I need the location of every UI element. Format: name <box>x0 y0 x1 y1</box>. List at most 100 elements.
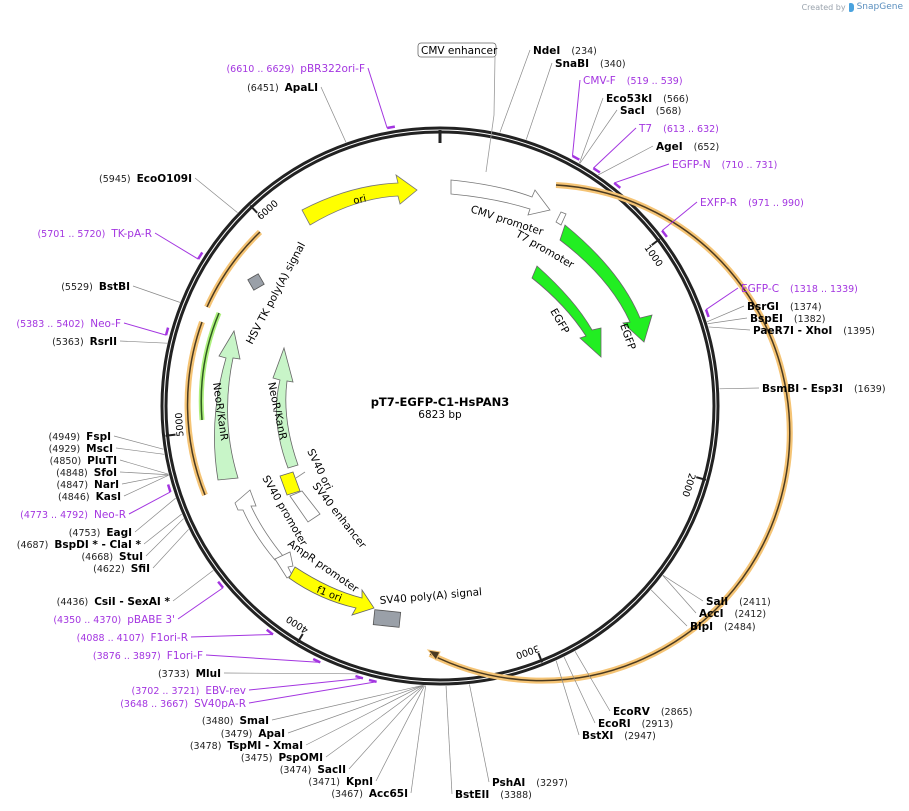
enzyme-label[interactable]: StuI(4668) <box>81 551 143 563</box>
t7-promoter-feature[interactable] <box>555 211 567 226</box>
site-name: SacII <box>317 764 346 776</box>
enzyme-label[interactable]: PaeR7I - XhoI(1395) <box>753 325 875 337</box>
enzyme-label[interactable]: Eco53kI(566) <box>606 93 689 105</box>
cmv-promoter-feature[interactable] <box>450 179 551 216</box>
site-name: EXFP-R <box>700 197 737 209</box>
site-position: (3475) <box>241 753 273 764</box>
primer-label[interactable]: Neo-R(4773 .. 4792) <box>20 509 126 521</box>
site-position: (2484) <box>724 622 756 633</box>
cmv-enhancer-label[interactable]: CMV enhancer <box>421 45 498 57</box>
primer-bind-icon <box>166 484 172 493</box>
site-name: PluTI <box>87 455 117 467</box>
enzyme-label[interactable]: MluI(3733) <box>158 668 221 680</box>
plasmid-length: 6823 bp <box>418 409 462 421</box>
enzyme-label[interactable]: PspOMI(3475) <box>241 752 323 764</box>
enzyme-label[interactable]: AgeI(652) <box>656 141 719 153</box>
enzyme-label[interactable]: FspI(4949) <box>49 431 111 443</box>
enzyme-label[interactable]: TspMI - XmaI(3478) <box>190 740 303 752</box>
enzyme-label[interactable]: BstXI(2947) <box>582 730 656 742</box>
egfp-feature-1[interactable] <box>559 224 653 343</box>
sv40-ori-feature[interactable] <box>279 471 301 496</box>
enzyme-label[interactable]: BspDI * - ClaI *(4687) <box>17 539 142 551</box>
enzyme-label[interactable]: BspEI(1382) <box>750 313 825 325</box>
site-name: KpnI <box>346 776 373 788</box>
sv40-enhancer-feature[interactable] <box>289 490 321 523</box>
primer-label[interactable]: F1ori-R(4088 .. 4107) <box>77 632 188 644</box>
primer-label[interactable]: pBABE 3'(4350 .. 4370) <box>53 614 175 626</box>
enzyme-label[interactable]: RsrII(5363) <box>52 336 117 348</box>
neor-feature-1[interactable] <box>214 329 241 481</box>
enzyme-label[interactable]: BsrGI(1374) <box>747 301 822 313</box>
hsv-tk-polya-feature[interactable] <box>247 273 265 291</box>
enzyme-label[interactable]: PshAI(3297) <box>492 777 568 789</box>
site-name: ApaI <box>258 728 285 740</box>
egfp-feature-2[interactable] <box>531 265 602 358</box>
site-position: (5383 .. 5402) <box>16 319 84 330</box>
enzyme-label[interactable]: EcoRV(2865) <box>613 706 692 718</box>
tick-mark <box>296 633 304 643</box>
enzyme-label[interactable]: SacI(568) <box>620 105 681 117</box>
enzyme-label[interactable]: KasI(4846) <box>58 491 121 503</box>
primer-label[interactable]: T7(613 .. 632) <box>638 123 719 135</box>
enzyme-label[interactable]: PluTI(4850) <box>50 455 117 467</box>
primer-label[interactable]: SV40pA-R(3648 .. 3667) <box>120 698 246 710</box>
ampr-promoter-feature[interactable] <box>274 551 294 579</box>
site-name: F1ori-F <box>167 650 203 662</box>
primer-label[interactable]: EXFP-R(971 .. 990) <box>700 197 804 209</box>
neor-feature-2[interactable] <box>272 346 299 469</box>
enzyme-label[interactable]: NdeI(234) <box>533 45 597 57</box>
enzyme-label[interactable]: BstBI(5529) <box>61 281 130 293</box>
credit-prefix: Created by <box>801 2 846 12</box>
enzyme-label[interactable]: EcoO109I(5945) <box>99 173 192 185</box>
tick-mark <box>165 433 176 437</box>
enzyme-label[interactable]: CsiI - SexAI *(4436) <box>57 596 171 608</box>
enzyme-label[interactable]: EcoRI(2913) <box>598 718 673 730</box>
enzyme-label[interactable]: SalI(2411) <box>706 596 771 608</box>
primer-bind-icon <box>217 580 225 589</box>
site-name: AccI <box>699 608 723 620</box>
primer-label[interactable]: TK-pA-R(5701 .. 5720) <box>37 228 152 240</box>
enzyme-label[interactable]: Acc65I (3467) <box>331 788 408 800</box>
f1-ori-label: f1 ori <box>315 585 343 605</box>
enzyme-label[interactable]: EagI(4753) <box>69 527 132 539</box>
site-position: (2947) <box>624 731 656 742</box>
ori-feature[interactable] <box>301 174 418 226</box>
enzyme-label[interactable]: NarI(4847) <box>56 479 119 491</box>
primer-label[interactable]: EGFP-C(1318 .. 1339) <box>741 283 858 295</box>
f1-ori-feature[interactable] <box>288 566 375 616</box>
primer-label[interactable]: F1ori-F(3876 .. 3897) <box>93 650 203 662</box>
site-name: Acc65I <box>369 788 408 800</box>
enzyme-label[interactable]: ApaLI(6451) <box>247 82 318 94</box>
ori-label: ori <box>352 193 367 206</box>
enzyme-label[interactable]: ApaI(3479) <box>221 728 285 740</box>
site-position: (710 .. 731) <box>722 160 778 171</box>
enzyme-label[interactable]: BsmBI - Esp3I(1639) <box>762 383 886 395</box>
enzyme-label[interactable]: AccI(2412) <box>699 608 766 620</box>
primer-label[interactable]: EBV-rev(3702 .. 3721) <box>132 685 247 697</box>
site-position: (2411) <box>739 597 771 608</box>
site-position: (3648 .. 3667) <box>120 699 188 710</box>
sv40-polya-feature[interactable] <box>372 609 402 628</box>
enzyme-label[interactable]: BlpI(2484) <box>690 621 756 633</box>
enzyme-label[interactable]: BstEII(3388) <box>455 789 532 801</box>
snapgene-logo-icon <box>848 2 854 12</box>
enzyme-label[interactable]: SnaBI(340) <box>555 58 626 70</box>
site-name: NarI <box>94 479 119 491</box>
primer-label[interactable]: pBR322ori-F(6610 .. 6629) <box>226 63 365 75</box>
site-position: (3388) <box>500 790 532 801</box>
site-name: pBR322ori-F <box>300 63 365 75</box>
primer-label[interactable]: EGFP-N(710 .. 731) <box>672 159 777 171</box>
enzyme-label[interactable]: KpnI(3471) <box>308 776 373 788</box>
enzyme-label[interactable]: MscI(4929) <box>49 443 113 455</box>
enzyme-label[interactable]: SfiI(4622) <box>93 563 150 575</box>
site-position: (3702 .. 3721) <box>132 686 200 697</box>
primer-label[interactable]: Neo-F(5383 .. 5402) <box>16 318 121 330</box>
site-position: (1318 .. 1339) <box>790 284 858 295</box>
site-position: (3467) <box>331 789 363 800</box>
site-position: (4668) <box>81 552 113 563</box>
enzyme-label[interactable]: SmaI(3480) <box>202 715 269 727</box>
enzyme-label[interactable]: SacII(3474) <box>280 764 346 776</box>
enzyme-label[interactable]: SfoI(4848) <box>56 467 117 479</box>
primer-label[interactable]: CMV-F(519 .. 539) <box>583 75 683 87</box>
